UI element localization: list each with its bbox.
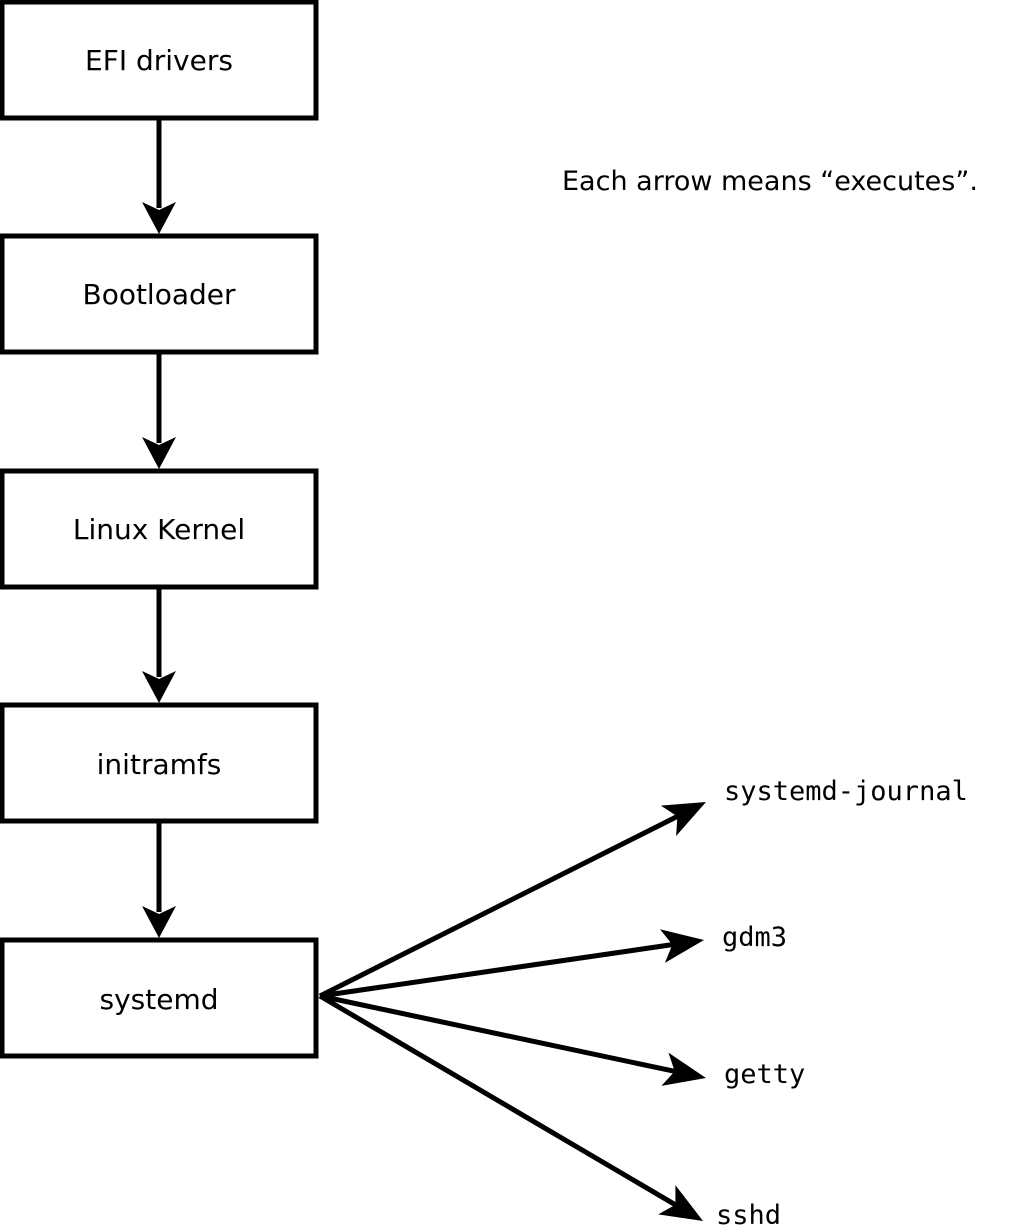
node-label-systemd: systemd	[100, 983, 219, 1016]
arrow-shaft	[319, 942, 673, 999]
node-label-bootloader: Bootloader	[82, 278, 236, 311]
arrow-head	[142, 906, 176, 938]
node-box-linux-kernel	[0, 468, 319, 590]
service-label-sshd[interactable]: sshd	[716, 1200, 781, 1230]
service-label-gdm3[interactable]: gdm3	[722, 922, 787, 953]
chain-arrow-initramfs-to-systemd	[142, 821, 176, 938]
chain-arrow-bootloader-to-kernel	[142, 352, 176, 469]
process-node-bootloader[interactable]: Bootloader	[0, 233, 319, 355]
arrow-head	[660, 802, 706, 837]
process-node-initramfs[interactable]: initramfs	[0, 702, 319, 824]
fan-arrow-systemd-journal	[318, 802, 706, 999]
process-node-efi-drivers[interactable]: EFI drivers	[0, 0, 319, 121]
arrow-head	[661, 1052, 706, 1086]
node-box-bootloader	[0, 233, 319, 355]
service-label-systemd-journal[interactable]: systemd-journal	[724, 776, 968, 807]
arrow-head	[142, 671, 176, 703]
node-box-systemd	[0, 937, 319, 1059]
service-label-layer: systemd-journal gdm3 getty sshd	[716, 776, 968, 1230]
chain-arrow-kernel-to-initramfs	[142, 587, 176, 703]
process-node-systemd[interactable]: systemd	[0, 937, 319, 1059]
node-label-linux-kernel: Linux Kernel	[73, 513, 245, 546]
fan-arrow-layer	[318, 802, 706, 1221]
fan-arrow-sshd	[318, 993, 703, 1221]
chain-arrow-efi-to-bootloader	[142, 118, 176, 234]
legend-note: Each arrow means “executes”.	[562, 166, 978, 197]
arrow-shaft	[318, 993, 677, 1207]
arrow-head	[142, 202, 176, 234]
chain-arrow-layer	[142, 118, 176, 938]
arrow-head	[658, 1185, 703, 1221]
arrow-shaft	[319, 993, 676, 1074]
node-box-initramfs	[0, 702, 319, 824]
node-box-efi-drivers	[0, 0, 319, 121]
arrow-head	[659, 929, 704, 963]
fan-arrow-getty	[319, 993, 706, 1086]
node-label-efi-drivers: EFI drivers	[85, 44, 233, 77]
arrow-shaft	[318, 814, 679, 999]
process-node-linux-kernel[interactable]: Linux Kernel	[0, 468, 319, 590]
arrow-head	[142, 437, 176, 469]
service-label-getty[interactable]: getty	[724, 1059, 805, 1090]
node-label-initramfs: initramfs	[97, 748, 222, 781]
fan-arrow-gdm3	[319, 929, 704, 999]
